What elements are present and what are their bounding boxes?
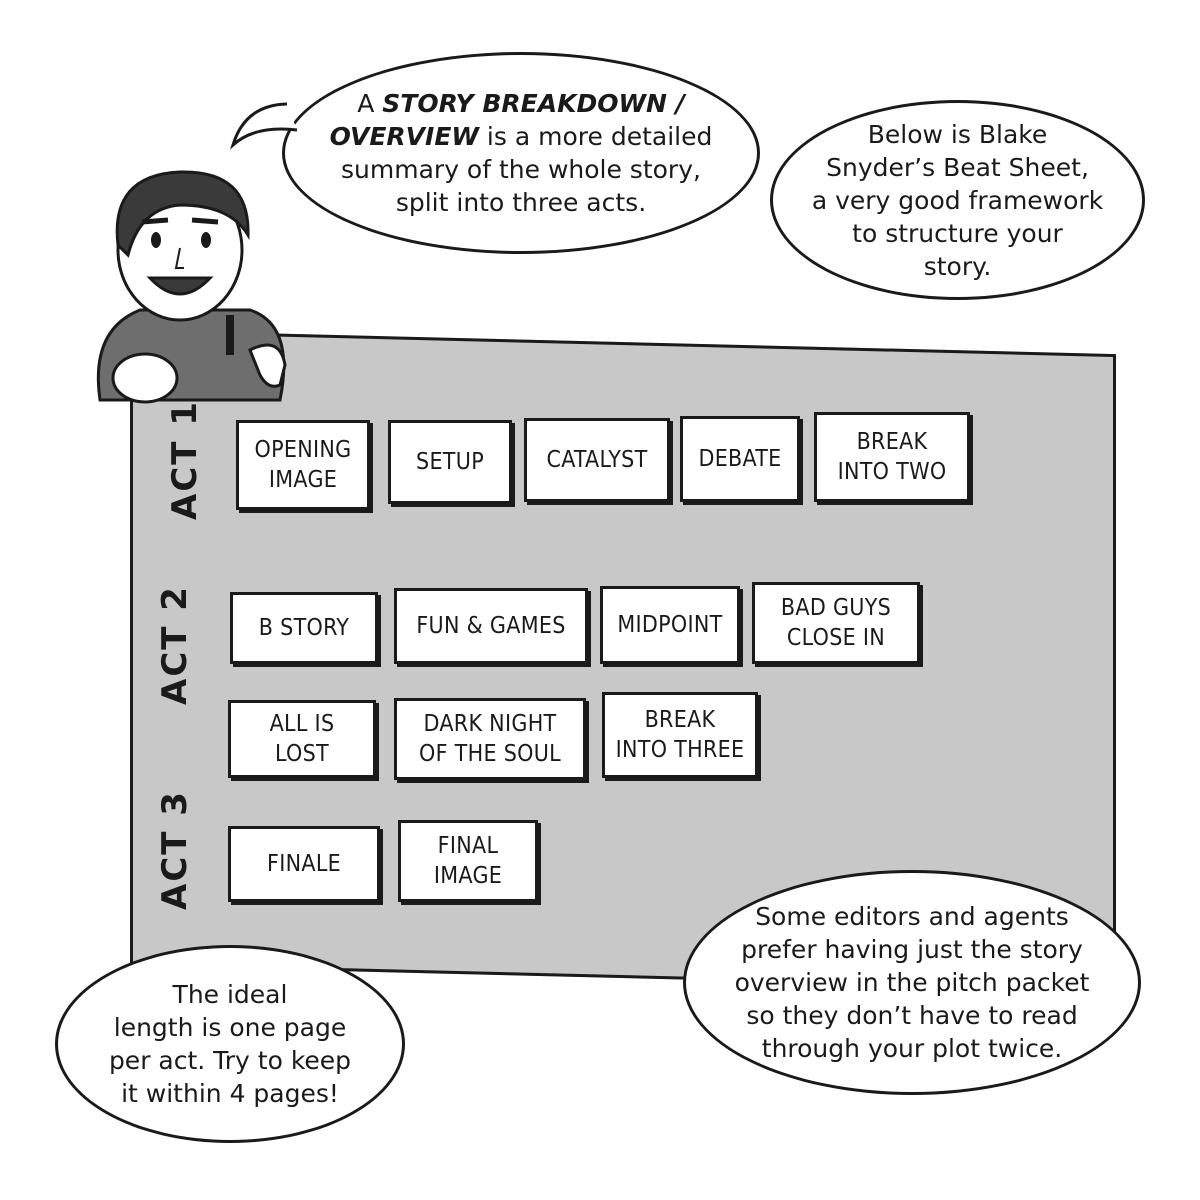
act-3-label: ACT 3 [155,790,195,910]
beat-card-opening-image: OPENING IMAGE [236,420,370,510]
beat-card-catalyst: CATALYST [524,418,670,502]
beat-card-break-into-two: BREAK INTO TWO [814,412,970,502]
beat-card-debate: DEBATE [680,416,800,502]
bubble-line: a very good framework [811,185,1104,215]
beat-card-finale: FINALE [228,826,380,902]
bubble-line: Snyder’s Beat Sheet, [826,152,1089,182]
beat-card-final-image: FINAL IMAGE [398,820,538,902]
beat-card-dark-night-of-the-soul: DARK NIGHT OF THE SOUL [394,698,586,780]
cartoonist-character-illustration [96,170,287,404]
act-1-label: ACT 1 [165,400,205,520]
bubble-line: so they don’t have to read [746,1001,1078,1030]
overview-emphasis: OVERVIEW [329,122,479,151]
beat-card-midpoint: MIDPOINT [600,586,740,664]
beat-card-bad-guys-close-in: BAD GUYS CLOSE IN [752,582,920,664]
beat-card-setup: SETUP [388,420,512,504]
bubble-line: Some editors and agents [755,902,1069,931]
speech-bubble-top-left: A STORY BREAKDOWN / OVERVIEW is a more d… [282,52,760,254]
bubble-line: through your plot twice. [761,1034,1063,1063]
speech-bubble-top-right: Below is Blake Snyder’s Beat Sheet, a ve… [770,100,1145,300]
beat-card-all-is-lost: ALL IS LOST [228,700,376,778]
speech-bubble-bottom-left: The ideal length is one page per act. Tr… [55,945,405,1143]
bubble-line: prefer having just the story [741,935,1083,964]
bubble-line-1: A STORY BREAKDOWN / [357,89,685,118]
beat-card-fun-and-games: FUN & GAMES [394,588,588,664]
bubble-line: it within 4 pages! [121,1079,339,1108]
bubble-line: per act. Try to keep [108,1046,352,1075]
story-breakdown-emphasis: STORY BREAKDOWN / [382,89,685,118]
bubble-tail-top-left [230,102,298,150]
bubble-line: overview in the pitch packet [734,968,1090,997]
bubble-line: story. [923,251,992,281]
bubble-line-3: summary of the whole story, [341,155,701,184]
beat-card-break-into-three: BREAK INTO THREE [602,692,758,778]
bubble-line: Below is Blake [867,119,1048,149]
bubble-line: The ideal [172,980,288,1009]
bubble-line: length is one page [113,1013,347,1042]
bubble-line: to structure your [852,218,1063,248]
bubble-line-4: split into three acts. [395,188,647,217]
act-2-label: ACT 2 [155,585,195,705]
speech-bubble-bottom-right: Some editors and agents prefer having ju… [683,870,1141,1095]
beat-card-b-story: B STORY [230,592,378,664]
bubble-line-2: OVERVIEW is a more detailed [329,122,713,151]
